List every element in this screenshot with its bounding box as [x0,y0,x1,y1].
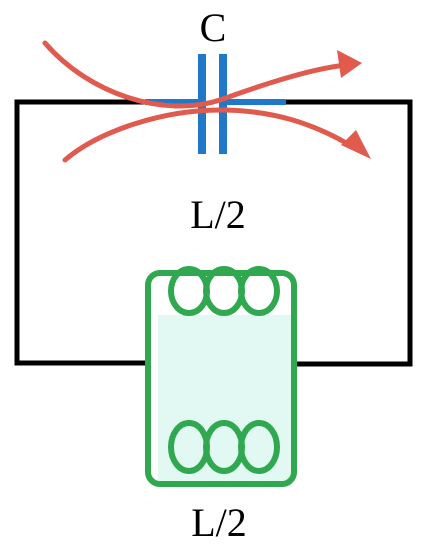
lower-arrowhead-icon [341,130,371,159]
circuit-wires [14,99,413,367]
inductor [145,266,297,487]
upper-arrowhead-icon [337,50,362,78]
capacitor-label: C [200,5,227,50]
capacitor-left-lead [145,99,202,105]
lower-field-curve [62,107,351,163]
capacitor-right-lead [222,99,286,105]
top-coil-loop-3 [238,266,280,316]
inductor-outline [145,270,297,487]
left-wire [14,99,151,366]
coil-background [158,315,291,486]
bottom-coil-loop-3 [238,420,280,474]
bottom-coil [168,420,280,474]
inductor-bottom-label: L/2 [191,500,247,545]
field-arrows [42,40,351,163]
capacitor-right-plate [219,54,227,154]
top-coil [168,266,280,316]
right-wire [283,99,413,367]
upper-field-curve [42,40,350,109]
inductor-top-label: L/2 [190,192,246,237]
